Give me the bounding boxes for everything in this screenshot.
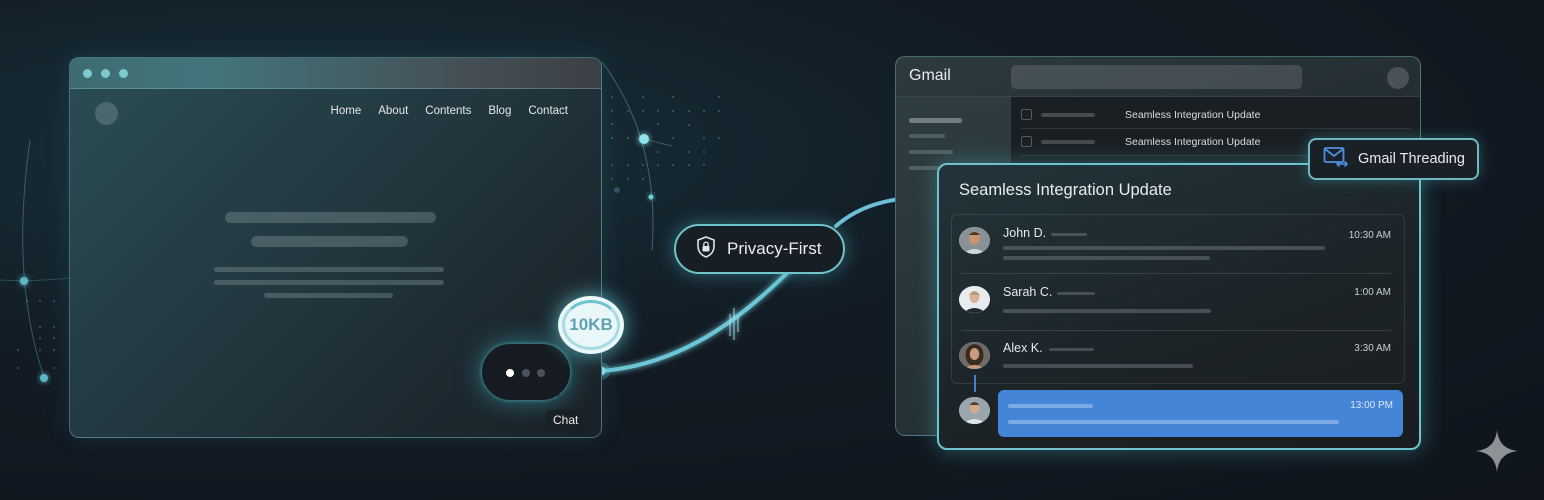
- message-preview-line: [1003, 364, 1193, 368]
- browser-titlebar: [70, 58, 601, 89]
- message-divider: [961, 330, 1391, 331]
- sender-email-placeholder: [1057, 292, 1095, 295]
- nav-link-about[interactable]: About: [378, 105, 409, 117]
- message-preview-line: [1003, 246, 1325, 250]
- gmail-account-avatar[interactable]: [1387, 67, 1409, 89]
- size-badge-text: 10KB: [569, 315, 613, 334]
- sender-name: Alex K.: [1003, 341, 1043, 355]
- row-sender-placeholder: [1041, 113, 1095, 117]
- sidebar-item-inbox[interactable]: [909, 118, 962, 123]
- typing-dot: [506, 369, 514, 377]
- message-time: 1:00 AM: [1354, 287, 1391, 298]
- sidebar-item[interactable]: [909, 150, 953, 154]
- gmail-header: Gmail: [896, 57, 1420, 97]
- reply-preview-line: [1008, 420, 1339, 424]
- sparkle-icon: [1476, 430, 1518, 477]
- avatar-reply-user: [959, 397, 990, 424]
- row-checkbox[interactable]: [1021, 136, 1032, 147]
- shield-lock-icon: [695, 235, 717, 264]
- message-time: 3:30 AM: [1354, 343, 1391, 354]
- row-subject: Seamless Integration Update: [1125, 109, 1261, 121]
- message-divider: [961, 273, 1391, 274]
- inbox-row[interactable]: Seamless Integration Update: [1021, 129, 1411, 156]
- inbox-row[interactable]: Seamless Integration Update: [1021, 102, 1411, 129]
- row-checkbox[interactable]: [1021, 109, 1032, 120]
- sidebar-item[interactable]: [909, 166, 939, 170]
- reply-message-highlighted[interactable]: 13:00 PM: [998, 390, 1403, 437]
- avatar-john: [959, 227, 990, 254]
- row-subject: Seamless Integration Update: [1125, 136, 1261, 148]
- site-logo[interactable]: [95, 102, 118, 125]
- nav-link-home[interactable]: Home: [330, 105, 362, 117]
- privacy-first-badge: Privacy-First: [674, 224, 845, 274]
- nav-link-contact[interactable]: Contact: [528, 105, 568, 117]
- gmail-search-bar[interactable]: [1011, 65, 1302, 89]
- thread-subject: Seamless Integration Update: [959, 181, 1172, 199]
- message-preview-line: [1003, 256, 1210, 260]
- nav-link-contents[interactable]: Contents: [425, 105, 472, 117]
- sender-name: John D.: [1003, 226, 1047, 240]
- sender-email-placeholder: [1049, 348, 1094, 351]
- size-badge: 10KB: [558, 296, 624, 354]
- window-maximize-dot[interactable]: [119, 69, 128, 78]
- progress-ring: [562, 300, 620, 350]
- message-time: 10:30 AM: [1348, 230, 1391, 241]
- sender-name: Sarah C.: [1003, 285, 1053, 299]
- typing-dot: [537, 369, 545, 377]
- nav-link-blog[interactable]: Blog: [488, 105, 512, 117]
- window-close-dot[interactable]: [83, 69, 92, 78]
- reply-header-placeholder: [1008, 404, 1093, 408]
- chat-label[interactable]: Chat: [546, 410, 586, 430]
- reply-time: 13:00 PM: [1350, 400, 1393, 411]
- hero-text-line: [264, 293, 393, 298]
- hero-subheading-placeholder: [251, 236, 408, 247]
- gmail-threading-badge: Gmail Threading: [1308, 138, 1479, 180]
- window-minimize-dot[interactable]: [101, 69, 110, 78]
- website-browser-window: Home About Contents Blog Contact: [69, 57, 602, 438]
- privacy-first-label: Privacy-First: [727, 239, 822, 258]
- row-sender-placeholder: [1041, 140, 1095, 144]
- sender-email-placeholder: [1051, 233, 1087, 236]
- gmail-threading-label: Gmail Threading: [1358, 151, 1465, 167]
- chat-widget-bubble[interactable]: [482, 344, 570, 400]
- hero-heading-placeholder: [225, 212, 436, 223]
- thread-messages: [951, 214, 1405, 384]
- hero-text-line: [214, 267, 444, 272]
- avatar-alex: [959, 342, 990, 369]
- message-preview-line: [1003, 309, 1211, 313]
- hero-text-line: [214, 280, 444, 285]
- sidebar-item[interactable]: [909, 134, 945, 138]
- email-thread-card: Seamless Integration Update John D. 10:3…: [937, 163, 1421, 450]
- typing-dot: [522, 369, 530, 377]
- gmail-title: Gmail: [909, 67, 951, 84]
- thread-connector-line: [974, 375, 976, 392]
- site-nav: Home About Contents Blog Contact: [331, 105, 568, 117]
- avatar-sarah: [959, 286, 990, 313]
- mail-sync-icon: [1323, 146, 1349, 172]
